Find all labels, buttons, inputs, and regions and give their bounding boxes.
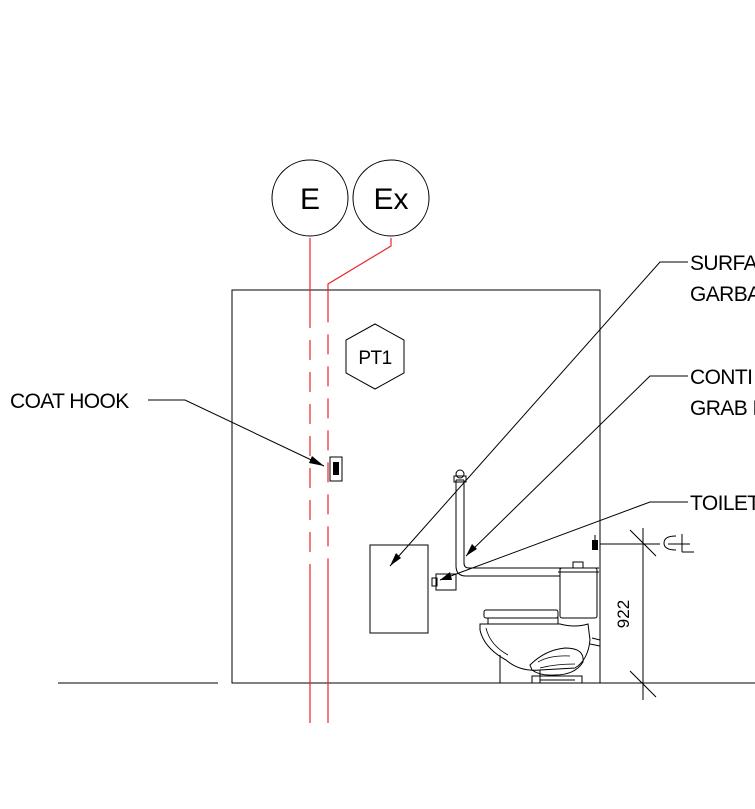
garbage-receptacle xyxy=(369,544,429,634)
callout-garbage-line2: GARBA xyxy=(690,283,755,306)
callout-coat-hook: COAT HOOK xyxy=(10,390,129,413)
centerline-icon xyxy=(663,534,694,553)
callout-grab-bar-line1: CONTI xyxy=(690,366,752,389)
callout-garbage-line1: SURFA xyxy=(690,252,755,275)
bubble-e-label: E xyxy=(300,183,320,216)
bubble-ex: Ex xyxy=(352,159,430,237)
toilet xyxy=(479,535,601,684)
callout-grab-bar-line2: GRAB I xyxy=(690,397,755,420)
toilet-paper-dispenser xyxy=(431,573,457,591)
height-dimension: 922 xyxy=(600,528,694,700)
finish-tag-pt1: PT1 xyxy=(345,323,405,390)
coat-hook-symbol xyxy=(329,456,343,482)
bubble-ex-label: Ex xyxy=(373,183,408,216)
grab-bar xyxy=(453,469,561,577)
finish-tag-label: PT1 xyxy=(358,348,391,369)
leader-lines xyxy=(148,261,688,581)
wall-outline xyxy=(231,289,601,684)
callout-toilet: TOILET xyxy=(690,492,755,515)
elevation-marker-lines xyxy=(309,238,392,723)
dimension-value: 922 xyxy=(614,600,633,628)
bubble-e: E xyxy=(271,159,349,237)
